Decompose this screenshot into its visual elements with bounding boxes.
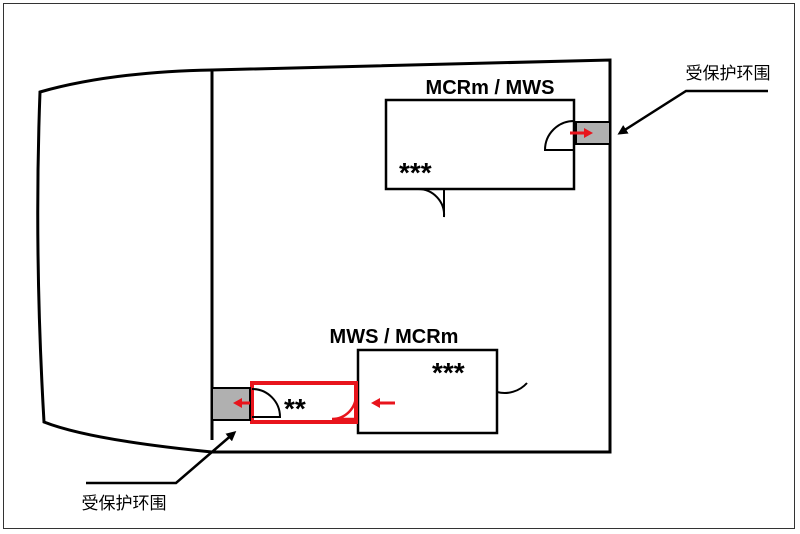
door-swing-icon [331,394,358,421]
room-top-label: MCRm / MWS [426,77,555,99]
lobby-stars: ** [284,393,306,424]
room-top-stars: *** [399,157,432,188]
door-swing-icon [543,120,575,151]
protected-label-top: 受保护环围 [686,64,771,84]
room-bottom-label: MWS / MCRm [330,326,459,348]
lobby-highlight [250,381,358,424]
pointer-arrow-icon [617,89,768,135]
protected-label-bottom: 受保护环围 [82,494,167,514]
door-swing-icon [417,187,446,218]
building-outline [36,58,612,454]
pointer-arrow-icon [86,431,237,485]
room-bottom [356,348,499,435]
door-swing-icon [251,388,282,418]
direction-arrow-icon [233,398,250,408]
room-top [384,98,576,191]
room-bottom-stars: *** [432,357,465,388]
direction-arrow-icon [570,128,593,138]
diagram-frame [3,3,795,529]
door-swing-icon [496,364,528,394]
direction-arrow-icon [371,398,395,408]
